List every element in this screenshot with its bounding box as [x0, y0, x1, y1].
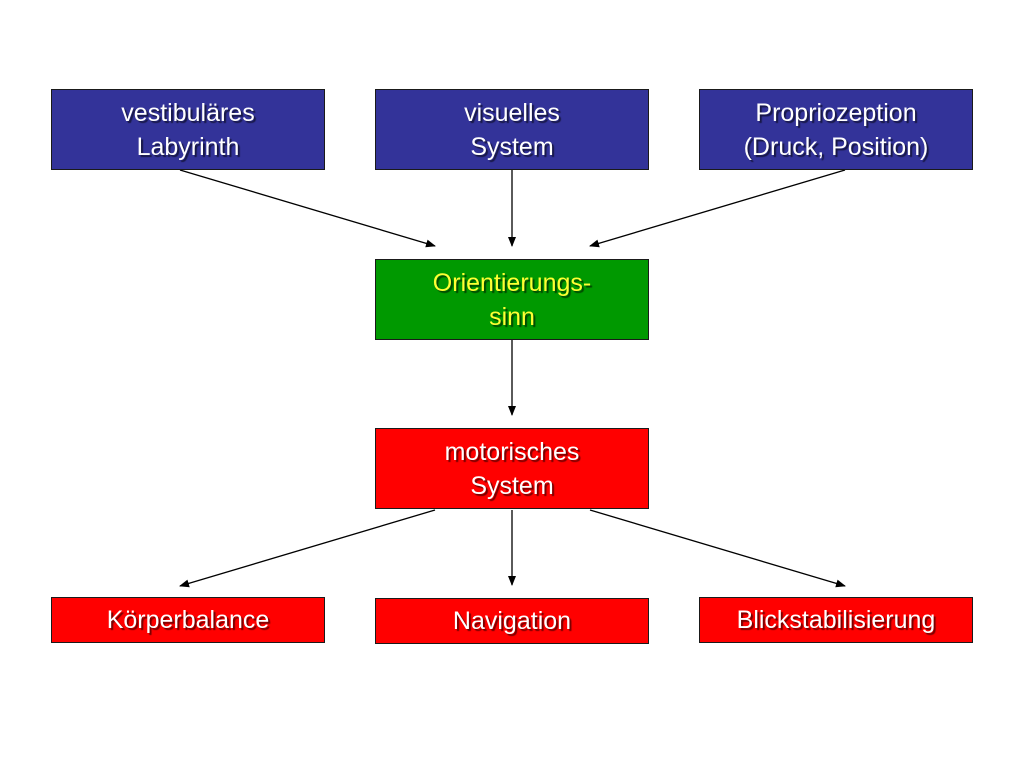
- body-balance-box: Körperbalance: [51, 597, 325, 643]
- proprioception-label-line1: Propriozeption: [755, 98, 917, 127]
- gaze-label: Blickstabilisierung: [736, 606, 936, 634]
- arrow-proprioception-to-orientation: [589, 169, 846, 248]
- gaze-stabilization-box: Blickstabilisierung: [699, 597, 973, 643]
- orientation-sense-box: Orientierungs- sinn: [375, 259, 649, 340]
- visual-label-line2: System: [470, 132, 554, 161]
- vestibular-labyrinth-box: vestibuläres Labyrinth: [51, 89, 325, 170]
- balance-label: Körperbalance: [106, 606, 270, 634]
- motor-label-line1: motorisches: [444, 437, 580, 466]
- proprioception-box: Propriozeption (Druck, Position): [699, 89, 973, 170]
- arrow-motor-to-balance: [179, 509, 436, 588]
- visual-system-box: visuelles System: [375, 89, 649, 170]
- proprioception-label-line2: (Druck, Position): [743, 132, 929, 161]
- navigation-box: Navigation: [375, 598, 649, 644]
- motor-system-box: motorisches System: [375, 428, 649, 509]
- orientation-label-line2: sinn: [489, 302, 535, 331]
- vestibular-label-line1: vestibuläres: [121, 98, 255, 127]
- orientation-label-line1: Orientierungs-: [432, 268, 592, 297]
- arrow-motor-to-gaze: [589, 509, 846, 588]
- arrow-vestibular-to-orientation: [179, 169, 436, 248]
- vestibular-label-line2: Labyrinth: [136, 132, 240, 161]
- visual-label-line1: visuelles: [464, 98, 560, 127]
- navigation-label: Navigation: [452, 607, 572, 635]
- motor-label-line2: System: [470, 471, 554, 500]
